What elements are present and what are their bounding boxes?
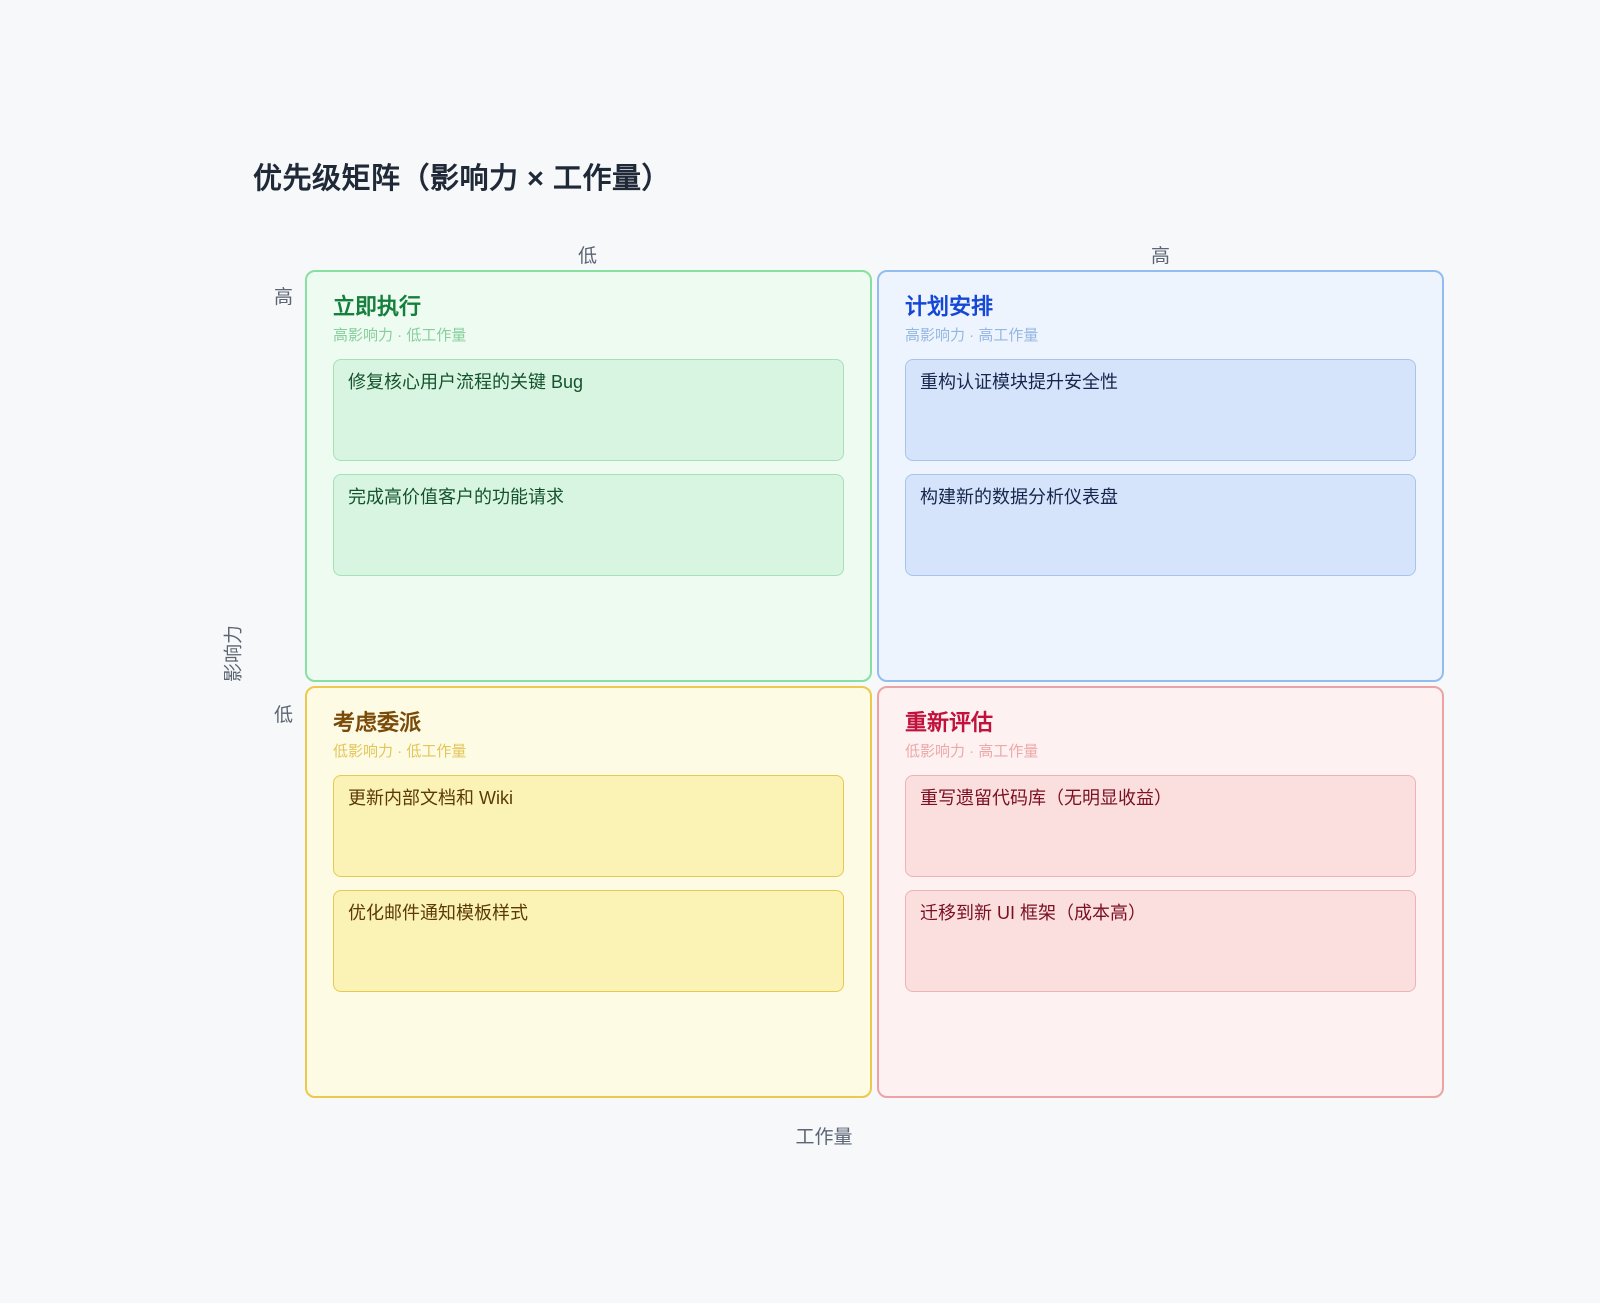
matrix-grid: 立即执行 高影响力 · 低工作量 修复核心用户流程的关键 Bug 完成高价值客户… <box>305 270 1444 1098</box>
quadrant-title: 重新评估 <box>905 710 994 735</box>
quadrant-reevaluate[interactable]: 重新评估 低影响力 · 高工作量 重写遗留代码库（无明显收益） 迁移到新 UI … <box>877 686 1444 1098</box>
quadrant-title: 计划安排 <box>905 294 994 319</box>
quadrant-subtitle: 低影响力 · 高工作量 <box>905 743 1039 761</box>
x-axis-label: 工作量 <box>795 1127 853 1148</box>
y-axis-tick-low: 低 <box>274 705 294 726</box>
quadrant-subtitle: 高影响力 · 低工作量 <box>333 327 467 345</box>
quadrant-schedule[interactable]: 计划安排 高影响力 · 高工作量 重构认证模块提升安全性 构建新的数据分析仪表盘 <box>877 270 1444 682</box>
x-axis-tick-low: 低 <box>578 246 598 267</box>
x-axis-tick-high: 高 <box>1151 246 1171 267</box>
task-card[interactable]: 优化邮件通知模板样式 <box>333 890 844 993</box>
quadrant-delegate[interactable]: 考虑委派 低影响力 · 低工作量 更新内部文档和 Wiki 优化邮件通知模板样式 <box>305 686 872 1098</box>
task-card[interactable]: 修复核心用户流程的关键 Bug <box>333 359 844 462</box>
task-card[interactable]: 重构认证模块提升安全性 <box>905 359 1416 462</box>
y-axis-tick-high: 高 <box>274 287 294 308</box>
quadrant-subtitle: 低影响力 · 低工作量 <box>333 743 467 761</box>
quadrant-subtitle: 高影响力 · 高工作量 <box>905 327 1039 345</box>
task-card[interactable]: 完成高价值客户的功能请求 <box>333 474 844 577</box>
quadrant-title: 立即执行 <box>333 294 422 319</box>
y-axis-label: 影响力 <box>223 625 245 683</box>
quadrant-do-now[interactable]: 立即执行 高影响力 · 低工作量 修复核心用户流程的关键 Bug 完成高价值客户… <box>305 270 872 682</box>
task-card[interactable]: 构建新的数据分析仪表盘 <box>905 474 1416 577</box>
task-card[interactable]: 迁移到新 UI 框架（成本高） <box>905 890 1416 993</box>
quadrant-title: 考虑委派 <box>333 710 422 735</box>
task-card[interactable]: 重写遗留代码库（无明显收益） <box>905 775 1416 878</box>
task-card[interactable]: 更新内部文档和 Wiki <box>333 775 844 878</box>
page-title: 优先级矩阵（影响力 × 工作量） <box>253 163 672 195</box>
